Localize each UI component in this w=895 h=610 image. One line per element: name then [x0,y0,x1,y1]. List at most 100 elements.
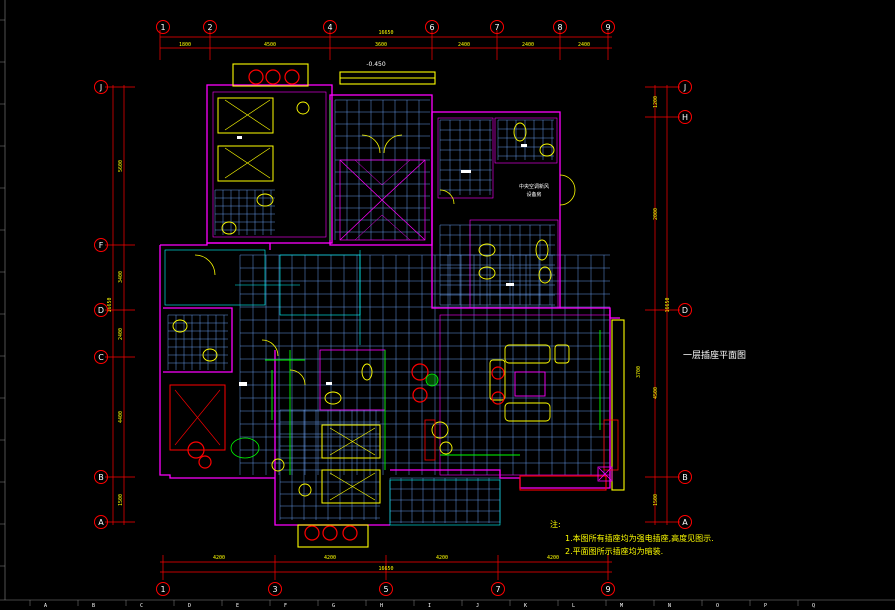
axis-left-label: J [99,83,102,92]
dim-top-1: 1800 [179,42,191,48]
dim-right-3: 4500 [653,387,659,399]
plants [230,373,619,482]
dim-left-4: 4400 [118,411,124,423]
ruler-letter: D [188,603,191,609]
ruler-letter: Q [812,603,815,609]
axis-top-2: 2 [203,20,217,34]
sofas [431,344,570,455]
axis-left-label: C [98,353,104,362]
axis-right-J: J [678,80,692,94]
dim-overall-bottom: 16650 [378,566,393,572]
axis-top-label: 1 [160,23,165,32]
ruler-left [0,19,5,567]
axis-bottom-7: 7 [491,582,505,596]
trim-green [265,100,601,475]
axis-left-J: J [94,80,108,94]
dim-top-6: 2400 [578,42,590,48]
ruler-letter: F [284,603,287,609]
note-2: 2.平面图所示插座均为暗装. [565,546,663,556]
axis-top-label: 7 [494,23,499,32]
level-text: -0.450 [366,61,386,68]
axis-left-B: B [94,470,108,484]
axis-right-D: D [678,303,692,317]
axis-left-label: B [98,473,104,482]
notes: 注: 1.本图所有插座均为强电插座,高度见图示. 2.平面图所示插座均为暗装. [550,519,714,556]
axis-right-H: H [678,110,692,124]
axis-left-D: D [94,303,108,317]
dim-top-2: 4500 [264,42,276,48]
ruler-letter: N [668,603,671,609]
room-label-mech-2: 设备房 [526,191,541,198]
axis-bubbles-bottom: 1 3 5 7 9 [156,582,615,596]
dim-right-total: 16650 [665,297,671,312]
axis-right-label: J [683,83,686,92]
ruler-letter: E [236,603,239,609]
dim-left-2: 3400 [118,271,124,283]
tile-area [439,119,492,195]
axis-bottom-1: 1 [156,582,170,596]
dim-text-bottom: 16650 4200 4200 4200 4200 [213,555,559,572]
dim-top-5: 2400 [522,42,534,48]
dim-left-5: 1500 [118,494,124,506]
notes-title: 注: [550,519,561,529]
axis-top-4: 4 [323,20,337,34]
tile-area [279,409,380,520]
axis-right-A: A [678,515,692,529]
axis-bottom-label: 9 [605,585,610,594]
dim-right-4: 3700 [636,366,642,378]
axis-right-label: D [682,306,688,315]
axis-left-label: D [98,306,104,315]
dim-right-5: 1500 [653,494,659,506]
note-1: 1.本图所有插座均为强电插座,高度见图示. [565,533,714,543]
dim-top-4: 2400 [458,42,470,48]
tile-area [214,189,275,235]
tile-area [167,314,228,370]
dim-left-1: 5600 [118,160,124,172]
floor-tile-grid [167,99,610,523]
axis-right-label: A [682,518,688,527]
fixtures-red [187,69,505,541]
tile-area [389,477,501,523]
axis-bottom-5: 5 [379,582,393,596]
dimension-right [645,85,680,525]
axis-top-1: 1 [156,20,170,34]
axis-top-7: 7 [490,20,504,34]
dim-right-2: 2000 [653,208,659,220]
dim-right-1: 1200 [653,96,659,108]
axis-top-label: 8 [557,23,562,32]
skylight [339,159,426,241]
dimension-bottom [160,555,612,580]
dim-bottom-3: 4200 [436,555,448,561]
dim-left-total: 16650 [107,297,113,312]
axis-top-9: 9 [601,20,615,34]
drawing-title: 一层插座平面图 [683,349,746,361]
dimension-left [105,85,135,525]
axis-bottom-label: 5 [383,585,388,594]
axis-bottom-9: 9 [601,582,615,596]
axis-left-C: C [94,350,108,364]
axis-top-label: 6 [429,23,434,32]
room-label-mech: 中央空调新风 [519,183,549,190]
dim-text-left: 5600 3400 2400 4400 1500 16650 [107,160,124,506]
axis-bottom-label: 1 [160,585,165,594]
tile-area [239,254,610,475]
axis-top-8: 8 [553,20,567,34]
ruler-letter: K [524,603,527,609]
axis-bottom-label: 7 [495,585,500,594]
ruler-letter: H [380,603,383,609]
dim-text-top: 16650 1800 4500 3600 2400 2400 2400 [179,30,590,48]
ruler-letter: G [332,603,335,609]
axis-top-label: 4 [327,23,332,32]
dim-text-right: 1200 2000 4500 3700 1500 16650 [636,96,671,506]
axis-top-label: 9 [605,23,610,32]
axis-bottom-3: 3 [268,582,282,596]
axis-bubbles-top: 1 2 4 6 7 8 9 [156,20,615,34]
trim-cyan [164,249,501,526]
dim-bottom-1: 4200 [213,555,225,561]
bath-fixtures [172,101,555,497]
dim-bottom-4: 4200 [547,555,559,561]
axis-bottom-label: 3 [272,585,277,594]
